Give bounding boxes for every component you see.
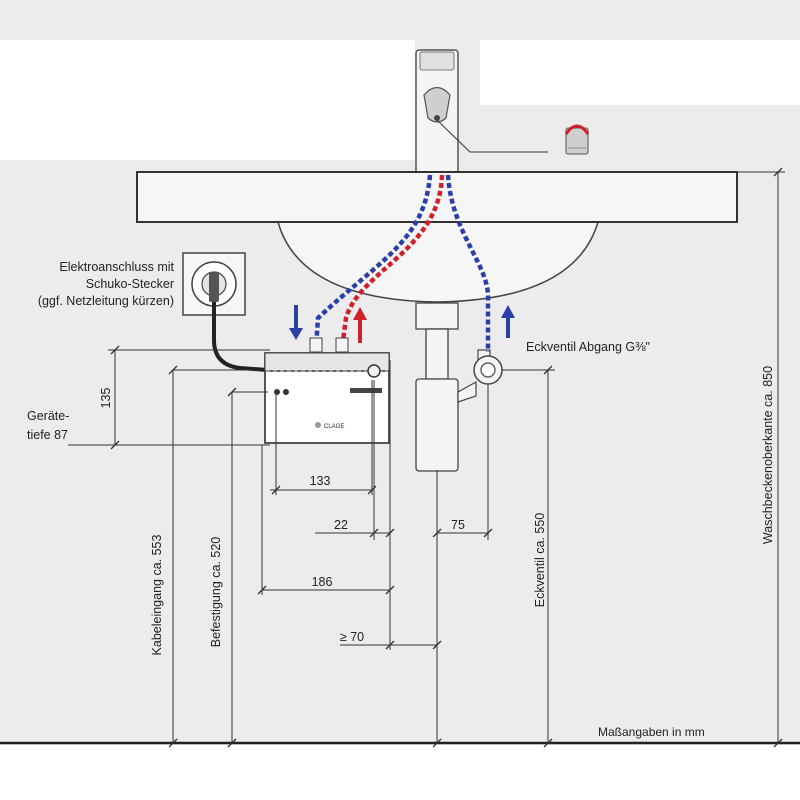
hose-fittings: [309, 337, 349, 353]
elektro-label-1: Elektroanschluss mit: [59, 260, 174, 274]
elektro-label-2: Schuko-Stecker: [86, 277, 174, 291]
eckventil-abgang-label: Eckventil Abgang G⅜": [526, 340, 650, 354]
white-patch: [480, 40, 800, 105]
geraete-label-2: tiefe 87: [27, 428, 68, 442]
flow-arrow-hot-up: [353, 307, 367, 343]
dim-70: ≥ 70: [340, 630, 364, 644]
dimension-lines: [68, 171, 785, 743]
dim-135: 135: [99, 388, 113, 409]
water-heater: [264, 352, 390, 444]
flow-arrow-cold-down: [289, 305, 303, 340]
dim-22: 22: [334, 518, 348, 532]
eckventil-label: Eckventil ca. 550: [533, 513, 547, 608]
aerator-icon: [564, 124, 590, 155]
white-patch-left: [0, 40, 415, 160]
hoses: [313, 174, 491, 352]
brand-label: CLAGE: [324, 424, 344, 430]
angle-valve: [473, 349, 503, 385]
befestigung-label: Befestigung ca. 520: [209, 537, 223, 648]
units-note: Maßangaben in mm: [598, 725, 705, 739]
kabeleingang-label: Kabeleingang ca. 553: [150, 534, 164, 655]
elektro-label-3: (ggf. Netzleitung kürzen): [38, 294, 174, 308]
geraete-label-1: Geräte-: [27, 409, 69, 423]
siphon: [415, 302, 477, 472]
dim-133: 133: [310, 474, 331, 488]
floor-area: [0, 745, 800, 800]
faucet: [415, 49, 548, 176]
dim-186: 186: [312, 575, 333, 589]
wash-basin: [136, 171, 738, 303]
dimension-ticks: [110, 167, 783, 748]
dim-75: 75: [451, 518, 465, 532]
flow-arrow-cold-up: [501, 305, 515, 338]
waschbecken-label: Waschbeckenoberkante ca. 850: [761, 366, 775, 544]
power-socket: [182, 252, 269, 372]
